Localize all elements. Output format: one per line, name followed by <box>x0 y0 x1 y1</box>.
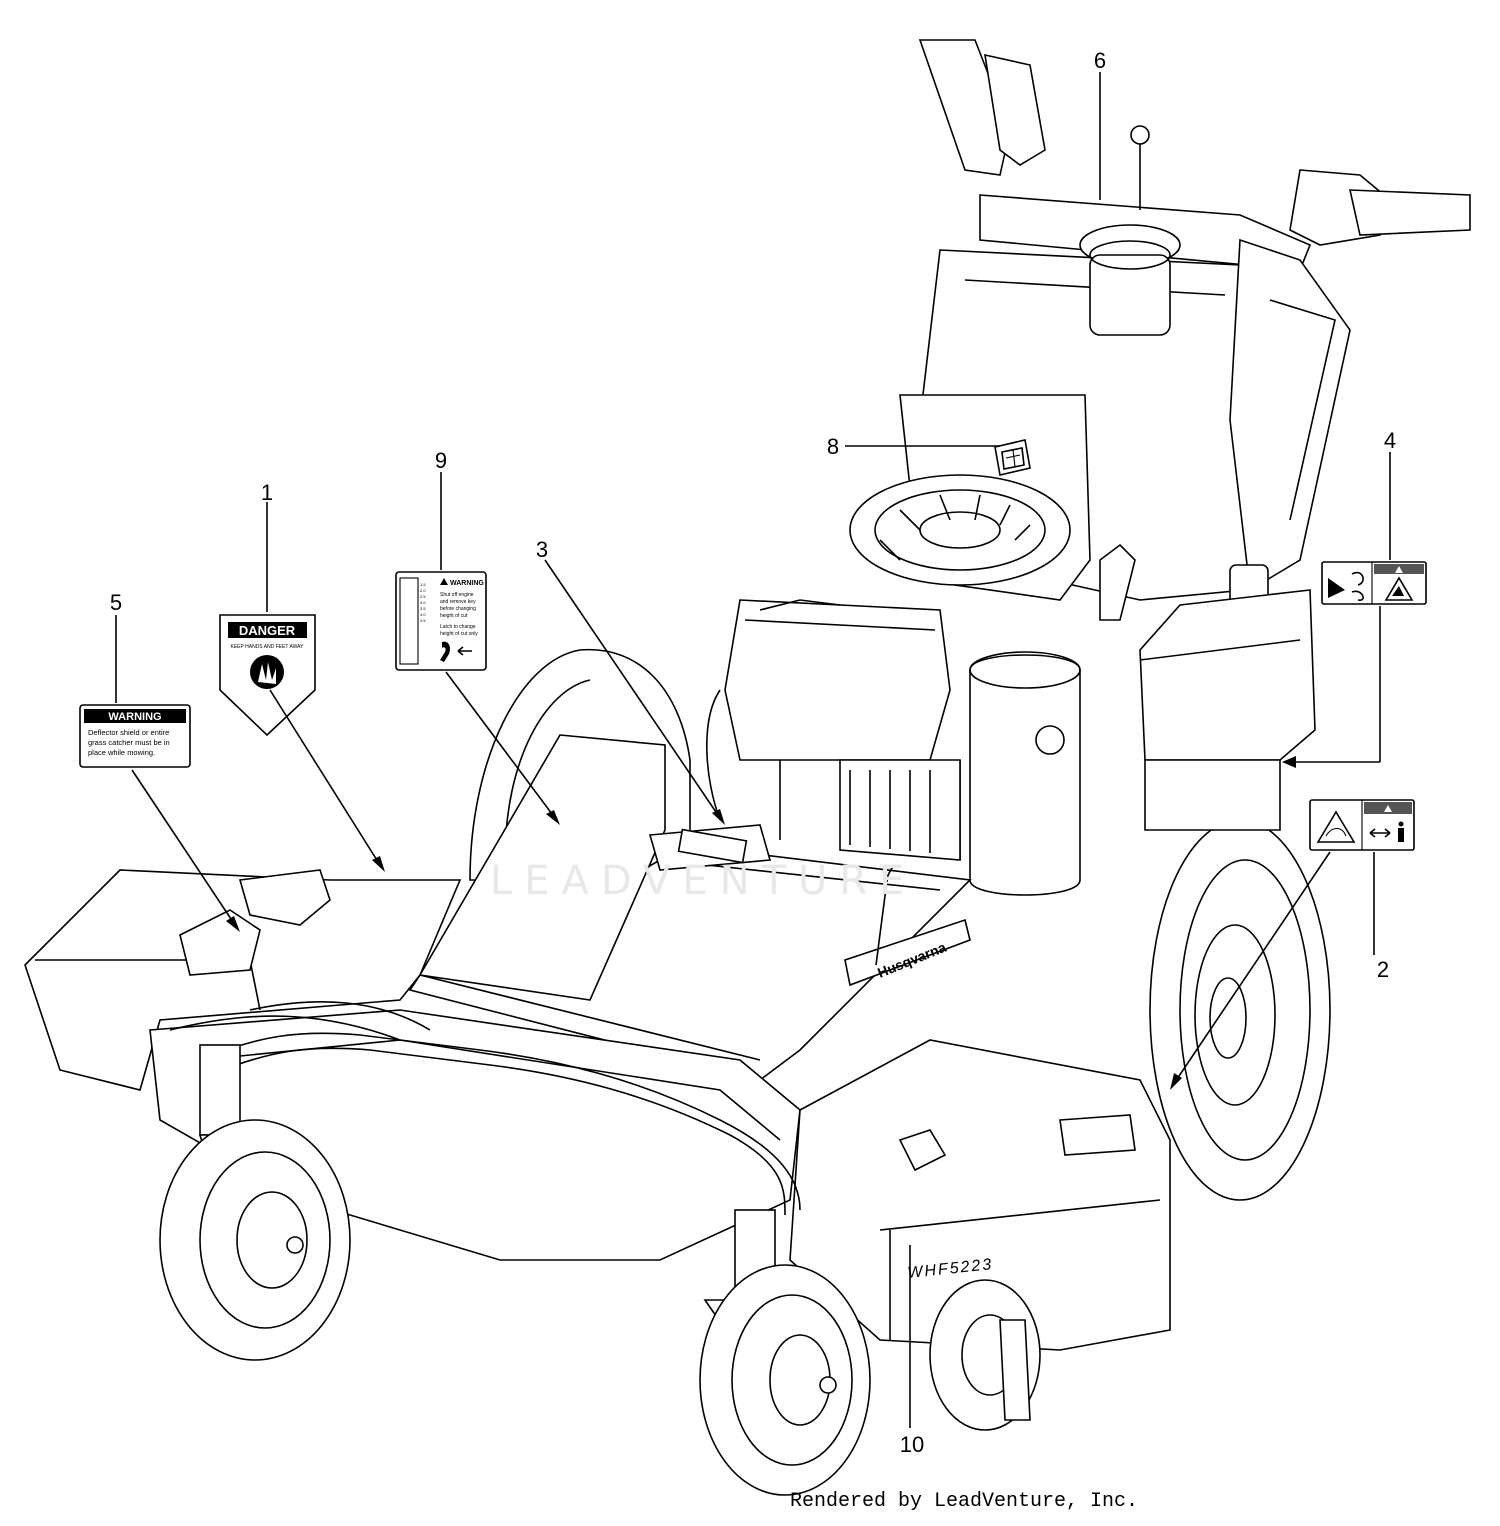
decal-danger-header: DANGER <box>239 623 296 638</box>
decal-warning-height-top-1: Shut off engine <box>440 592 474 598</box>
callout-4: 4 <box>1384 428 1396 453</box>
decal-logo <box>994 439 1031 476</box>
callout-10: 10 <box>900 1432 924 1457</box>
mower-drawing: Husqvarna WHF5223 <box>24 39 1471 1496</box>
callout-numbers: 1 2 3 4 5 6 7 8 9 10 <box>110 48 1396 1457</box>
hazard-figure-icon <box>1392 586 1404 596</box>
warning-triangle-icon <box>1395 566 1403 573</box>
decal-warning-height-header: WARNING <box>450 580 484 587</box>
footer-credit: Rendered by LeadVenture, Inc. <box>790 1490 1139 1513</box>
height-6: 4.0 <box>420 612 426 617</box>
arrow-head-1 <box>372 856 385 872</box>
callout-5: 5 <box>110 590 122 615</box>
decal-entanglement-warning <box>1321 561 1427 605</box>
decal-blade-warning <box>1309 799 1415 851</box>
height-5: 3.5 <box>420 606 426 611</box>
decal-danger: DANGER KEEP HANDS AND FEET AWAY <box>219 614 316 737</box>
decal-warning-deflector: WARNING Deflector shield or entire grass… <box>79 704 191 768</box>
decal-warning-height-bottom-1: Latch to change <box>440 624 476 630</box>
callout-2: 2 <box>1377 957 1389 982</box>
rotation-icon <box>1351 571 1364 601</box>
arrow-head-3 <box>712 809 725 825</box>
callout-6: 6 <box>1094 48 1106 73</box>
decal-warning-height-top-2: and remove key <box>440 599 476 605</box>
height-1: 1.5 <box>420 582 426 587</box>
arrow-head-9 <box>546 810 560 825</box>
arrow-left-icon <box>457 646 472 656</box>
hand-latch-icon <box>440 641 451 662</box>
person-body-icon <box>1398 828 1404 842</box>
height-7: 4.5 <box>420 618 426 623</box>
entanglement-icon <box>1328 578 1345 598</box>
arrow-head-4 <box>1282 756 1296 768</box>
blade-hazard-icon <box>1316 810 1356 843</box>
decal-danger-subtext: KEEP HANDS AND FEET AWAY <box>231 644 305 650</box>
watermark: LEADVENTURE <box>490 858 917 904</box>
arrow-head-2 <box>1170 1073 1182 1090</box>
warning-triangle-icon <box>1384 805 1392 812</box>
hand-icon <box>258 662 276 684</box>
engine <box>706 394 1136 896</box>
decal-warning-deflector-line-3: place while mowing. <box>88 748 155 757</box>
warning-triangle-icon <box>440 578 448 585</box>
anti-scalp-roller <box>929 1279 1041 1431</box>
height-2: 2.0 <box>420 588 426 593</box>
front-right-caster <box>699 1209 871 1496</box>
belt-cover <box>408 734 972 1081</box>
person-icon <box>1398 821 1404 827</box>
decal-warning-height-bottom-2: height of cut only <box>440 631 478 637</box>
height-4: 3.0 <box>420 600 426 605</box>
callout-7: 7 <box>882 862 894 887</box>
decal-warning-deflector-line-2: grass catcher must be in <box>88 738 170 747</box>
decal-warning-deflector-line-1: Deflector shield or entire <box>88 728 169 737</box>
callout-8: 8 <box>827 434 839 459</box>
mower-deck <box>24 869 1171 1351</box>
front-bumper <box>199 1032 801 1216</box>
height-3: 2.5 <box>420 594 426 599</box>
callout-9: 9 <box>435 448 447 473</box>
arrow-head-5 <box>226 916 240 932</box>
rear-right-wheel <box>1149 819 1331 1201</box>
leader-lines <box>115 72 1391 1428</box>
distance-arrow-icon <box>1369 828 1391 838</box>
callout-1: 1 <box>261 480 273 505</box>
decal-warning-height-top-3: before changing <box>440 606 476 612</box>
decal-warning-height-top-4: height of cut <box>440 613 468 619</box>
front-left-caster <box>159 1044 351 1361</box>
hazard-triangle-icon <box>1384 576 1414 601</box>
blade-icon <box>1325 827 1347 837</box>
decal-warning-height: WARNING 1.5 2.0 2.5 3.0 3.5 4.0 4.5 Shut… <box>395 571 487 671</box>
decal-warning-deflector-header: WARNING <box>108 711 161 723</box>
callout-3: 3 <box>536 537 548 562</box>
fuel-tank <box>1139 564 1316 831</box>
